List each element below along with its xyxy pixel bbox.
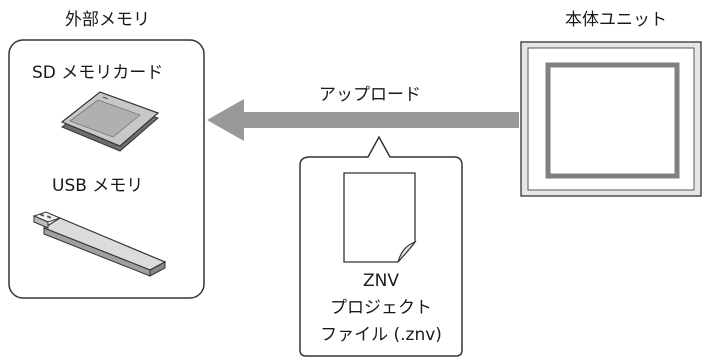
upload-label: アップロード (319, 85, 421, 105)
document-icon (343, 172, 417, 263)
main-unit-title: 本体ユニット (565, 10, 667, 30)
sd-card-icon (60, 91, 160, 152)
upload-arrow (207, 99, 519, 141)
usb-stick-icon (32, 211, 167, 277)
project-file-line2: プロジェクト (330, 298, 432, 318)
usb-memory-label: USB メモリ (52, 176, 144, 196)
sd-card-label: SD メモリカード (32, 63, 164, 83)
main-unit-device (520, 41, 702, 197)
project-file-line1: ZNV (363, 271, 399, 291)
external-memory-title: 外部メモリ (65, 10, 150, 30)
project-file-line3: ファイル (.znv) (320, 325, 442, 345)
